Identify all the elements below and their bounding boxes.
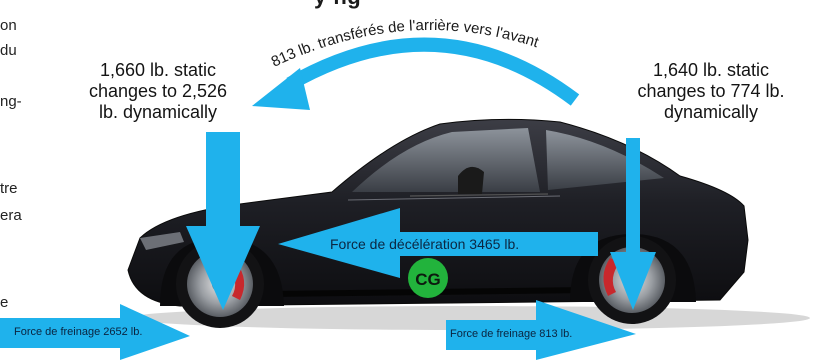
front-brake-label: Force de freinage 2652 lb. <box>14 326 143 338</box>
cg-label: CG <box>415 270 441 289</box>
rear-static-label: 1,640 lb. static changes to 774 lb. dyna… <box>600 60 822 123</box>
rear-static-line-2: changes to 774 lb. <box>637 81 785 101</box>
front-static-line-2: changes to 2,526 <box>88 81 228 101</box>
front-brake-arrow <box>0 304 190 360</box>
front-static-line-1: 1,660 lb. static <box>99 60 217 80</box>
deceleration-arrow <box>278 208 598 278</box>
fragment-4: tre <box>0 180 18 197</box>
rear-load-arrow <box>610 138 656 310</box>
rear-static-line-3: dynamically <box>663 102 759 122</box>
rear-static-line-1: 1,640 lb. static <box>652 60 770 80</box>
cg-marker: CG <box>408 258 448 298</box>
fragment-6: e <box>0 294 9 311</box>
header-fragment: y ng <box>314 0 361 10</box>
front-load-arrow <box>186 132 260 310</box>
fragment-2: du <box>0 42 17 59</box>
front-static-label: 1,660 lb. static changes to 2,526 lb. dy… <box>52 60 264 123</box>
deceleration-label: Force de décélération 3465 lb. <box>330 236 520 252</box>
rear-brake-arrow <box>446 300 636 360</box>
fragment-5: era <box>0 207 22 224</box>
fragment-3: ng- <box>0 93 22 110</box>
rear-brake-label: Force de freinage 813 lb. <box>450 328 573 340</box>
fragment-1: on <box>0 17 17 34</box>
transfer-arrow <box>252 37 580 110</box>
front-static-line-3: lb. dynamically <box>98 102 218 122</box>
